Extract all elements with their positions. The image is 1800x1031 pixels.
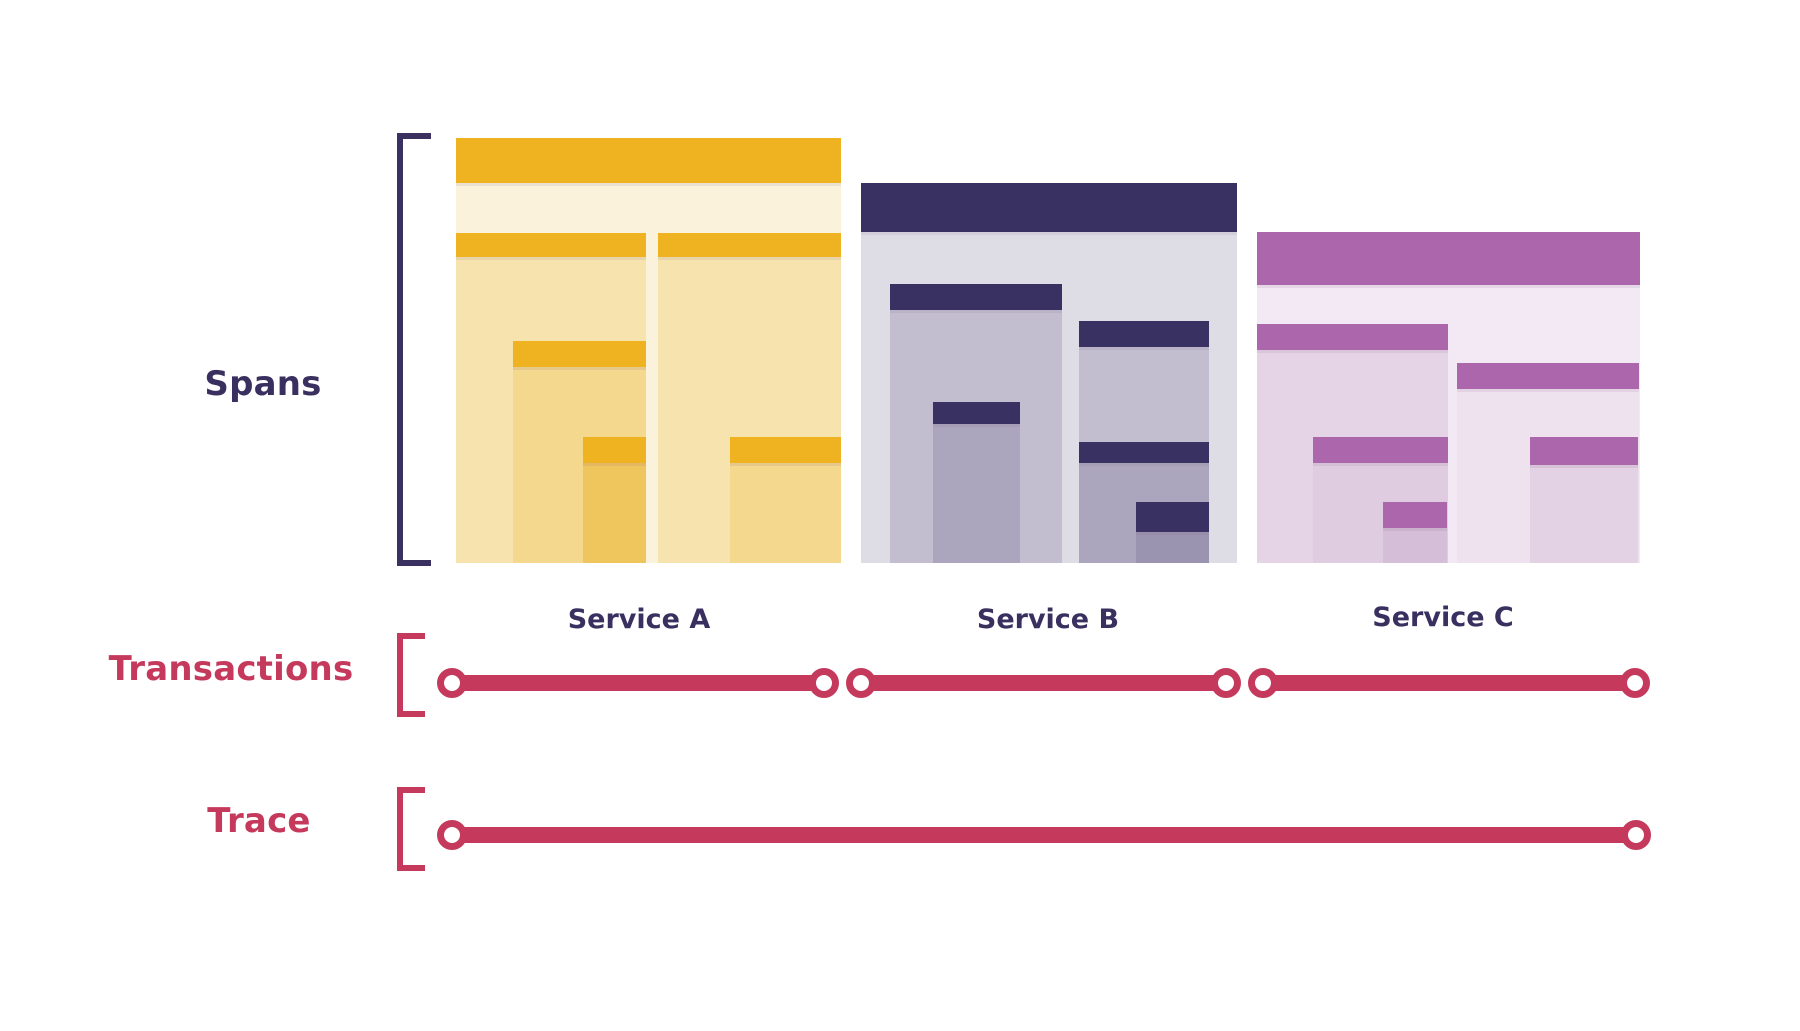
- span-bar-service-a-5: [730, 437, 841, 563]
- span-header: [583, 437, 646, 463]
- trace-start-circle: [437, 820, 467, 850]
- service-label-3: Service C: [1372, 602, 1514, 633]
- span-header: [1530, 437, 1638, 465]
- span-header: [456, 233, 646, 257]
- span-header: [1136, 502, 1209, 532]
- trace-label: Trace: [207, 801, 311, 841]
- transaction-3-end-circle: [1620, 668, 1650, 698]
- transaction-3-line: [1263, 675, 1635, 691]
- transaction-2-end-circle: [1211, 668, 1241, 698]
- trace-end-circle: [1621, 820, 1651, 850]
- transaction-1-end-circle: [809, 668, 839, 698]
- span-header: [1257, 232, 1640, 285]
- span-header: [1257, 324, 1448, 350]
- span-header: [658, 233, 841, 257]
- span-header: [1079, 321, 1209, 347]
- span-header: [513, 341, 646, 367]
- span-header: [933, 402, 1020, 424]
- span-bar-service-c-5: [1530, 437, 1638, 563]
- span-bar-service-b-5: [1136, 502, 1209, 563]
- transaction-2-line: [861, 675, 1226, 691]
- transaction-1-line: [452, 675, 824, 691]
- trace-bracket: [397, 787, 425, 871]
- span-header: [890, 284, 1062, 310]
- span-bar-service-c-3: [1383, 502, 1447, 563]
- trace-line: [452, 827, 1636, 843]
- span-header: [1313, 437, 1448, 463]
- span-bar-service-a-3: [583, 437, 646, 563]
- service-label-2: Service B: [976, 604, 1120, 635]
- service-label-1: Service A: [567, 604, 711, 635]
- span-header: [1383, 502, 1447, 528]
- span-header: [861, 183, 1237, 232]
- transactions-label: Transactions: [108, 649, 354, 689]
- span-header: [730, 437, 841, 463]
- span-bar-service-b-2: [933, 402, 1020, 563]
- transactions-bracket: [397, 633, 425, 717]
- transaction-1-start-circle: [437, 668, 467, 698]
- spans-label: Spans: [204, 364, 322, 404]
- span-header: [456, 138, 841, 183]
- span-header: [1079, 442, 1209, 463]
- spans-bracket: [397, 133, 431, 566]
- span-header: [1457, 363, 1639, 389]
- transaction-2-start-circle: [846, 668, 876, 698]
- transaction-3-start-circle: [1248, 668, 1278, 698]
